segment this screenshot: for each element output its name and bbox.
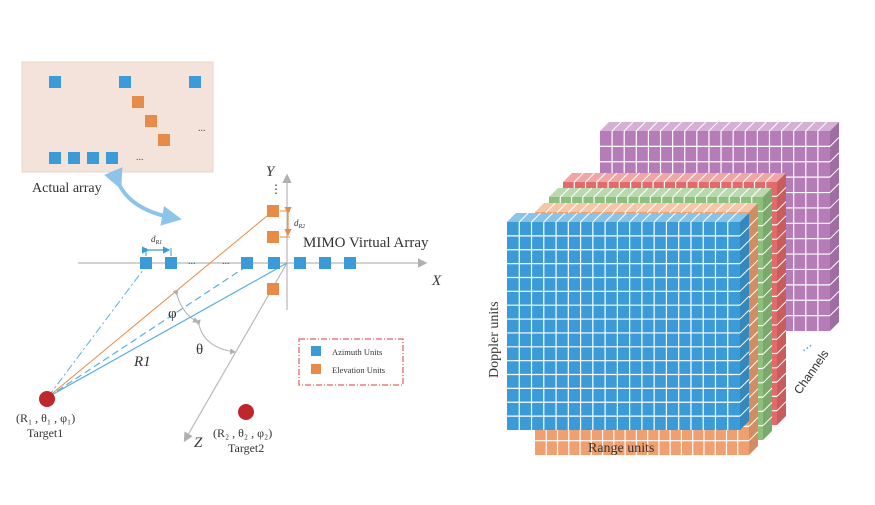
y-axis-label: Y bbox=[266, 164, 276, 180]
target1-coords: (R₁ , θ₁ , φ₁) bbox=[16, 411, 75, 425]
ray-orange bbox=[47, 210, 274, 398]
actual-array-elevation-units bbox=[132, 96, 170, 146]
actual-array-dots-bottom: ... bbox=[136, 152, 144, 163]
range-units-label: Range units bbox=[588, 441, 655, 456]
legend-swatch-elevation bbox=[311, 364, 321, 374]
y-ellipsis: ⋮ bbox=[270, 182, 282, 196]
ray-dashdot-blue bbox=[47, 265, 147, 398]
target2-name: Target2 bbox=[228, 441, 264, 455]
actual-array-dots-right: ... bbox=[198, 123, 206, 134]
cube-layer-front-face bbox=[507, 222, 740, 430]
phi-label: φ bbox=[168, 306, 177, 322]
doppler-units-label: Doppler units bbox=[487, 301, 502, 378]
range-r1-label: R1 bbox=[133, 354, 151, 370]
theta-label: θ bbox=[196, 342, 203, 358]
channels-label: Channels bbox=[791, 347, 832, 397]
channels-dots: ... bbox=[796, 335, 815, 355]
d-r2-label: dR2 bbox=[294, 218, 305, 230]
cube-layer-top-face bbox=[563, 173, 786, 182]
mimo-virtual-array-label: MIMO Virtual Array bbox=[303, 235, 429, 251]
mapping-curved-arrow bbox=[104, 167, 182, 226]
d-r1-marker bbox=[142, 246, 172, 256]
cube-layer-side-face bbox=[777, 173, 786, 425]
z-axis-label: Z bbox=[194, 435, 203, 451]
actual-array-label: Actual array bbox=[32, 181, 102, 196]
legend-label-azimuth: Azimuth Units bbox=[332, 347, 382, 357]
cube-layer-side-face bbox=[749, 203, 758, 455]
cube-layer-top-face bbox=[507, 213, 749, 222]
cube-layer-side-face bbox=[830, 122, 839, 331]
cube-layer-top-face bbox=[600, 122, 839, 131]
virtual-azimuth-units bbox=[140, 257, 356, 269]
target1-marker bbox=[39, 391, 55, 407]
cube-layer-blue bbox=[507, 212, 750, 430]
radar-data-cube bbox=[507, 121, 840, 455]
d-r1-label: dR1 bbox=[151, 234, 162, 246]
x-axis-label: X bbox=[431, 273, 442, 289]
cube-layer-top-face bbox=[535, 203, 758, 212]
actual-array-box: ... ... bbox=[21, 61, 214, 173]
phi-angle-arc bbox=[172, 289, 199, 323]
legend: Azimuth Units Elevation Units bbox=[298, 338, 404, 386]
legend-label-elevation: Elevation Units bbox=[332, 365, 385, 375]
virtual-elevation-units bbox=[267, 205, 279, 295]
d-r2-marker bbox=[280, 207, 292, 238]
cube-layer-top-face bbox=[549, 188, 772, 197]
target2-coords: (R₂ , θ₂ , φ₂) bbox=[213, 426, 272, 440]
ray-dashed-blue bbox=[47, 265, 248, 398]
legend-swatch-azimuth bbox=[311, 346, 321, 356]
virtual-dots-1: ... bbox=[188, 256, 196, 267]
actual-array-azimuth-units bbox=[49, 76, 201, 164]
theta-angle-arc bbox=[194, 319, 236, 355]
virtual-dots-2: ... bbox=[222, 256, 230, 267]
cube-layer-side-face bbox=[740, 213, 749, 430]
target2-marker bbox=[238, 404, 254, 420]
ray-solid-blue bbox=[47, 262, 288, 398]
cube-layer-side-face bbox=[763, 188, 772, 440]
target1-name: Target1 bbox=[27, 426, 63, 440]
